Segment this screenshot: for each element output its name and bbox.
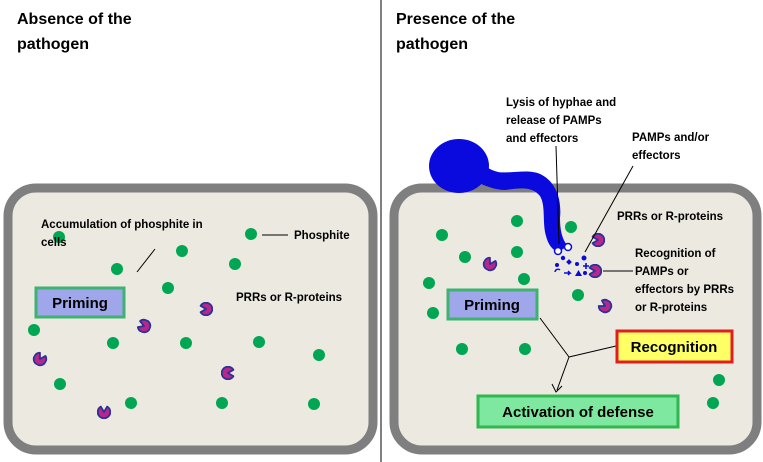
phosphite-dot — [54, 378, 66, 390]
right-priming-box — [446, 288, 539, 321]
pamp-particle — [566, 259, 572, 265]
phosphite-dot — [519, 343, 531, 355]
phosphite-dot — [125, 397, 137, 409]
pamp-particle — [575, 270, 582, 276]
accumulation-leader — [136, 248, 156, 273]
right-title-line2: pathogen — [396, 36, 468, 53]
phosphite-dot — [107, 337, 119, 349]
phosphite-dot — [713, 374, 725, 386]
phosphite-dot — [28, 324, 40, 336]
lysis-label-line1: Lysis of hyphae and — [506, 97, 616, 109]
phosphite-dot — [162, 282, 174, 294]
right-cell — [389, 183, 762, 455]
right-title-line1: Presence of the — [396, 11, 515, 28]
phosphite-dot — [707, 397, 719, 409]
recognition-label: Recognition — [631, 339, 718, 356]
phosphite-dot — [511, 246, 523, 258]
phosphite-dot — [308, 398, 320, 410]
pamp-particle — [553, 246, 563, 256]
pamp-particle — [581, 255, 587, 261]
right-prr-label: PRRs or R-proteins — [617, 211, 723, 223]
left-title-line2: pathogen — [17, 36, 89, 53]
recognition-box — [615, 329, 734, 364]
activation-box — [476, 394, 680, 429]
pamp-particle — [583, 263, 589, 269]
right-phosphite-dots — [423, 215, 725, 409]
left-priming-box — [34, 286, 126, 319]
phosphite-dot — [511, 215, 523, 227]
phosphite-dot — [427, 307, 439, 319]
pamp-particle — [560, 255, 566, 261]
left-priming-label: Priming — [52, 295, 108, 312]
phosphite-dot — [216, 397, 228, 409]
phosphite-dot — [111, 263, 123, 275]
phosphite-dot — [436, 229, 448, 241]
pamps-leader — [584, 165, 634, 253]
recognition-of-line2: PAMPs or — [635, 266, 689, 278]
pamp-particle — [554, 268, 561, 273]
pamp-particle — [555, 263, 559, 267]
pamp-particle — [583, 271, 587, 275]
phosphite-dot — [245, 228, 257, 240]
recognition-of-line3: effectors by PRRs — [635, 284, 734, 296]
phosphite-dot — [253, 336, 265, 348]
pamps-label-line1: PAMPs and/or — [632, 132, 710, 144]
left-phosphite-dots — [28, 228, 325, 410]
lysis-label-line2: release of PAMPs — [506, 115, 602, 127]
phosphite-dot — [53, 231, 65, 243]
hypha — [429, 139, 568, 252]
right-priming-label: Priming — [464, 297, 520, 314]
flow-connectors — [539, 317, 617, 393]
lysis-label-line3: and effectors — [506, 133, 578, 145]
phosphite-dot — [313, 349, 325, 361]
phosphite-dot — [518, 273, 530, 285]
accumulation-label-line1: Accumulation of phosphite in — [41, 219, 203, 231]
pamps-label-line2: effectors — [632, 150, 681, 162]
phosphite-dot — [180, 337, 192, 349]
activation-label: Activation of defense — [502, 404, 654, 421]
phosphite-dot — [456, 343, 468, 355]
pamp-particle — [575, 262, 579, 266]
phosphite-dot — [565, 221, 577, 233]
pamp-particles — [553, 242, 589, 276]
phosphite-dot — [423, 277, 435, 289]
phosphite-dot — [176, 245, 188, 257]
recognition-of-line4: or R-proteins — [635, 302, 707, 314]
accumulation-label-line2: cells — [41, 237, 67, 249]
lysis-leader — [555, 145, 560, 245]
phosphite-dot — [459, 251, 471, 263]
phosphite-label: Phosphite — [294, 230, 350, 242]
pamp-particle — [563, 242, 573, 252]
left-cell — [3, 183, 378, 455]
left-prr-label: PRRs or R-proteins — [236, 292, 342, 304]
recognition-of-line1: Recognition of — [635, 248, 716, 260]
pamp-particle — [564, 270, 572, 276]
left-title-line1: Absence of the — [17, 11, 132, 28]
phosphite-dot — [229, 258, 241, 270]
phosphite-dot — [572, 289, 584, 301]
